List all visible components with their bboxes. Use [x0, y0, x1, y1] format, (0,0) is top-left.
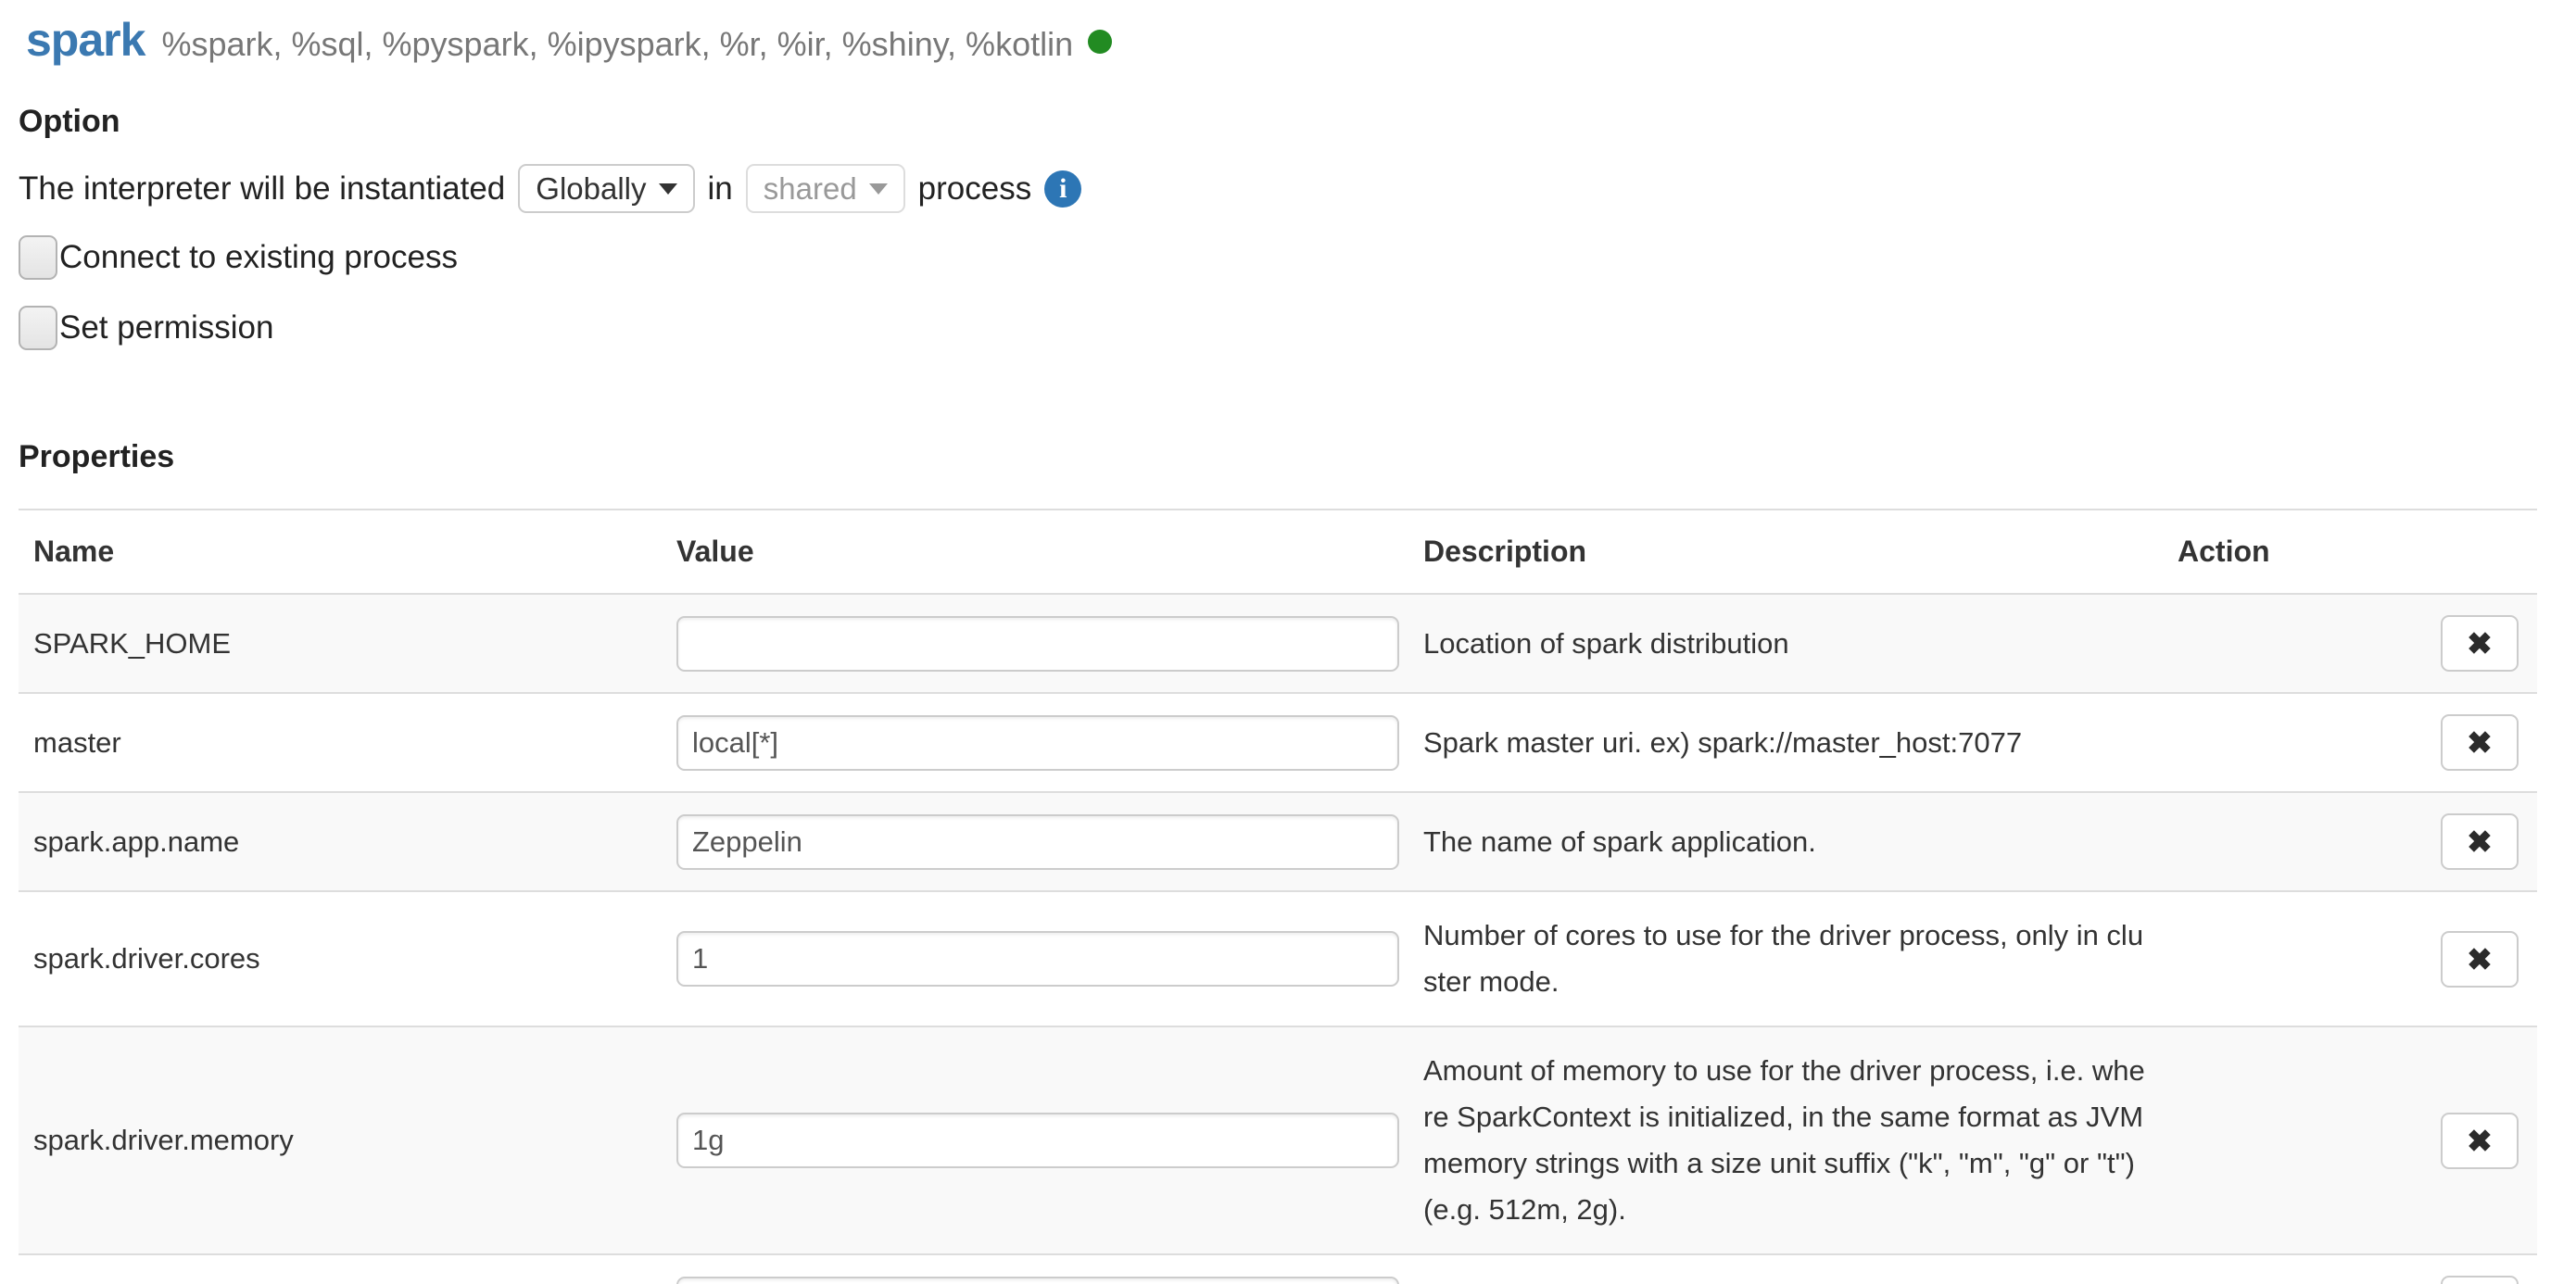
remove-icon: ✖ [2467, 626, 2493, 661]
status-dot-icon [1088, 30, 1113, 54]
instantiation-mode-value: Globally [536, 170, 647, 206]
instantiation-mode-dropdown[interactable]: Globally [518, 164, 695, 213]
property-value-input[interactable] [676, 714, 1399, 771]
set-permission-checkbox[interactable] [19, 306, 57, 350]
property-name: spark.driver.cores [19, 890, 662, 1026]
property-name: spark.executor.cores [19, 1253, 662, 1284]
properties-section-heading: Properties [19, 439, 175, 474]
table-row: master Spark master uri. ex) spark://mas… [19, 692, 2537, 792]
table-row: SPARK_HOME Location of spark distributio… [19, 594, 2537, 693]
interpreter-bindings-label: %spark, %sql, %pyspark, %ipyspark, %r, %… [161, 25, 1074, 63]
properties-table: Name Value Description Action SPARK_HOME… [19, 509, 2537, 1284]
property-description: The name of spark application. [1408, 791, 2163, 891]
table-row: spark.executor.cores The number of cores… [19, 1253, 2537, 1284]
column-header-action: Action [2163, 509, 2537, 595]
remove-property-button[interactable]: ✖ [2441, 714, 2519, 771]
property-description: Amount of memory to use for the driver p… [1408, 1026, 2163, 1254]
property-value-input[interactable] [676, 813, 1399, 870]
remove-property-button[interactable]: ✖ [2441, 615, 2519, 672]
remove-property-button[interactable]: ✖ [2441, 813, 2519, 870]
remove-icon: ✖ [2467, 941, 2493, 976]
connect-existing-process-row: Connect to existing process [19, 235, 2537, 280]
table-header-row: Name Value Description Action [19, 509, 2537, 595]
connect-existing-process-checkbox[interactable] [19, 235, 57, 280]
property-value-input[interactable] [676, 931, 1399, 987]
property-name: spark.app.name [19, 791, 662, 891]
instantiation-option-line: The interpreter will be instantiated Glo… [19, 164, 2537, 213]
column-header-name: Name [19, 509, 662, 595]
remove-icon: ✖ [2467, 1123, 2493, 1158]
table-row: spark.driver.cores Number of cores to us… [19, 890, 2537, 1026]
process-mode-dropdown[interactable]: shared [745, 164, 905, 213]
connect-existing-process-label: Connect to existing process [59, 239, 458, 275]
remove-property-button[interactable]: ✖ [2441, 1112, 2519, 1169]
remove-property-button[interactable]: ✖ [2441, 1276, 2519, 1284]
chevron-down-icon [658, 183, 677, 195]
column-header-value: Value [662, 509, 1408, 595]
instantiation-text-suffix: process [917, 170, 1032, 207]
property-description: Number of cores to use for the driver pr… [1408, 890, 2163, 1026]
chevron-down-icon [868, 183, 888, 195]
instantiation-text-infix: in [707, 170, 733, 207]
property-value-input[interactable] [676, 1276, 1399, 1284]
property-value-input[interactable] [676, 1113, 1399, 1168]
remove-property-button[interactable]: ✖ [2441, 930, 2519, 988]
property-description: Spark master uri. ex) spark://master_hos… [1408, 692, 2163, 792]
instantiation-text-prefix: The interpreter will be instantiated [19, 170, 506, 207]
property-description: Location of spark distribution [1423, 626, 1789, 660]
property-value-input[interactable] [676, 615, 1399, 672]
interpreter-title[interactable]: spark [26, 14, 145, 66]
info-icon[interactable]: i [1044, 170, 1082, 208]
process-mode-value: shared [763, 170, 857, 206]
remove-icon: ✖ [2467, 725, 2493, 760]
column-header-description: Description [1408, 509, 2163, 595]
property-name: spark.driver.memory [19, 1026, 662, 1254]
property-description: The number of cores to use on each execu… [1408, 1253, 2163, 1284]
table-row: spark.app.name The name of spark applica… [19, 791, 2537, 891]
option-section-heading: Option [19, 104, 120, 139]
set-permission-label: Set permission [59, 309, 274, 346]
interpreter-header: spark %spark, %sql, %pyspark, %ipyspark,… [26, 13, 2537, 67]
property-name: SPARK_HOME [33, 626, 232, 660]
set-permission-row: Set permission [19, 306, 2537, 350]
property-name: master [19, 692, 662, 792]
table-row: spark.driver.memory Amount of memory to … [19, 1026, 2537, 1254]
remove-icon: ✖ [2467, 825, 2493, 859]
